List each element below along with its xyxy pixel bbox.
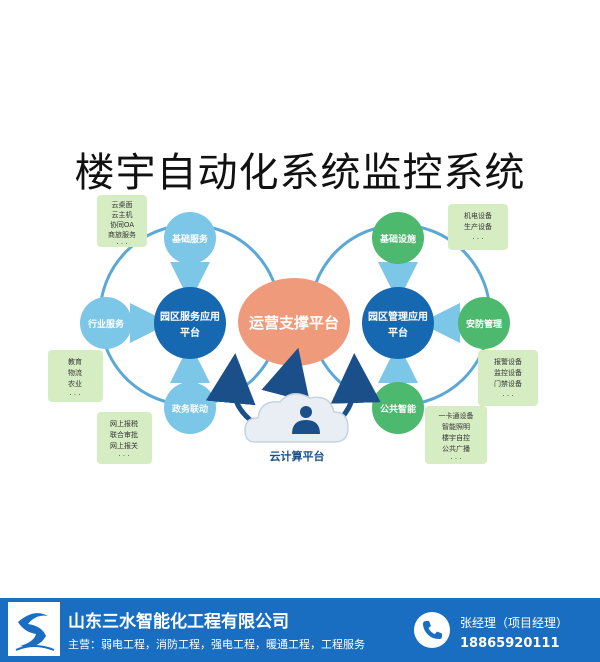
note-item: 网上报关 xyxy=(110,441,138,450)
note-item: 物流 xyxy=(68,368,82,377)
left-note-government: 网上报税 联合审批 网上报关 · · · xyxy=(97,412,152,464)
right-note-infrastructure: 机电设备 生产设备 · · · xyxy=(448,204,508,250)
left-hub: 园区服务应用 平台 xyxy=(154,287,226,359)
right-note-public: 一卡通设备 智能照明 楼宇自控 公共广播 · · · xyxy=(425,406,487,464)
company-name: 山东三水智能化工程有限公司 xyxy=(68,612,289,632)
note-item: 网上报税 xyxy=(110,419,138,428)
footer-banner: 山东三水智能化工程有限公司 主营：弱电工程，消防工程，强电工程，暖通工程，工程服… xyxy=(0,598,600,662)
right-note-security: 报警设备 监控设备 门禁设备 · · · xyxy=(478,350,538,406)
phone-icon xyxy=(414,612,450,648)
note-item: 公共广播 xyxy=(442,444,470,453)
node-security-management: 安防管理 xyxy=(458,297,510,349)
svg-text:运营支撑平台: 运营支撑平台 xyxy=(249,314,339,332)
contact-person: 张经理（项目经理） xyxy=(460,616,569,630)
right-hub: 园区管理应用 平台 xyxy=(362,287,434,359)
note-item: 云桌面 xyxy=(112,200,133,209)
note-item: 机电设备 xyxy=(464,211,492,220)
note-item: · · · xyxy=(116,240,127,248)
note-item: 农业 xyxy=(68,379,82,388)
company-logo xyxy=(8,602,60,656)
note-item: · · · xyxy=(450,455,461,463)
svg-text:园区管理应用: 园区管理应用 xyxy=(368,310,428,323)
node-infrastructure: 基础设施 xyxy=(372,212,424,264)
note-item: 门禁设备 xyxy=(494,379,522,388)
note-item: 云主机 xyxy=(112,210,133,219)
note-item: 商旅服务 xyxy=(108,230,136,239)
system-diagram: 云桌面 云主机 协同OA 商旅服务 · · · 教育 物流 农业 · · · 网… xyxy=(48,195,538,464)
user-icon xyxy=(292,406,320,434)
note-item: · · · xyxy=(69,391,80,399)
node-basic-services: 基础服务 xyxy=(164,212,216,264)
svg-text:公共智能: 公共智能 xyxy=(380,403,416,415)
node-public-intelligence: 公共智能 xyxy=(372,382,424,434)
note-item: 智能照明 xyxy=(442,422,470,431)
node-industry-services: 行业服务 xyxy=(80,297,132,349)
note-item: 监控设备 xyxy=(494,368,522,377)
note-item: 一卡通设备 xyxy=(439,411,474,420)
note-item: 报警设备 xyxy=(494,357,522,366)
svg-text:基础设施: 基础设施 xyxy=(379,233,416,245)
center-platform: 运营支撑平台 xyxy=(238,278,350,366)
diagram-title: 楼宇自动化系统监控系统 xyxy=(74,150,526,196)
svg-text:平台: 平台 xyxy=(388,326,408,339)
left-note-basic: 云桌面 云主机 协同OA 商旅服务 · · · xyxy=(97,195,147,248)
note-item: 协同OA xyxy=(110,220,134,229)
node-government-linkage: 政务联动 xyxy=(164,382,216,434)
note-item: 教育 xyxy=(68,357,82,366)
note-item: 联合审批 xyxy=(110,430,138,439)
svg-text:行业服务: 行业服务 xyxy=(87,318,125,330)
note-item: 生产设备 xyxy=(464,222,492,231)
right-cluster: 机电设备 生产设备 · · · 报警设备 监控设备 门禁设备 · · · 一卡通… xyxy=(308,204,538,464)
left-cluster: 云桌面 云主机 协同OA 商旅服务 · · · 教育 物流 农业 · · · 网… xyxy=(48,195,282,464)
cloud-platform: 云计算平台 xyxy=(244,393,349,463)
company-services: 主营：弱电工程，消防工程，强电工程，暖通工程，工程服务 xyxy=(68,638,365,651)
svg-text:云计算平台: 云计算平台 xyxy=(270,449,325,463)
note-item: · · · xyxy=(118,452,129,460)
left-note-industry: 教育 物流 农业 · · · xyxy=(48,350,103,402)
note-item: 楼宇自控 xyxy=(442,433,470,442)
svg-text:基础服务: 基础服务 xyxy=(171,233,209,245)
svg-text:安防管理: 安防管理 xyxy=(466,318,502,330)
svg-text:政务联动: 政务联动 xyxy=(172,403,208,415)
note-item: · · · xyxy=(472,235,483,243)
note-item: · · · xyxy=(502,392,513,400)
svg-text:园区服务应用: 园区服务应用 xyxy=(160,310,220,323)
svg-text:平台: 平台 xyxy=(180,326,200,339)
contact-phone: 18865920111 xyxy=(460,636,560,651)
cloud-icon xyxy=(244,393,349,443)
